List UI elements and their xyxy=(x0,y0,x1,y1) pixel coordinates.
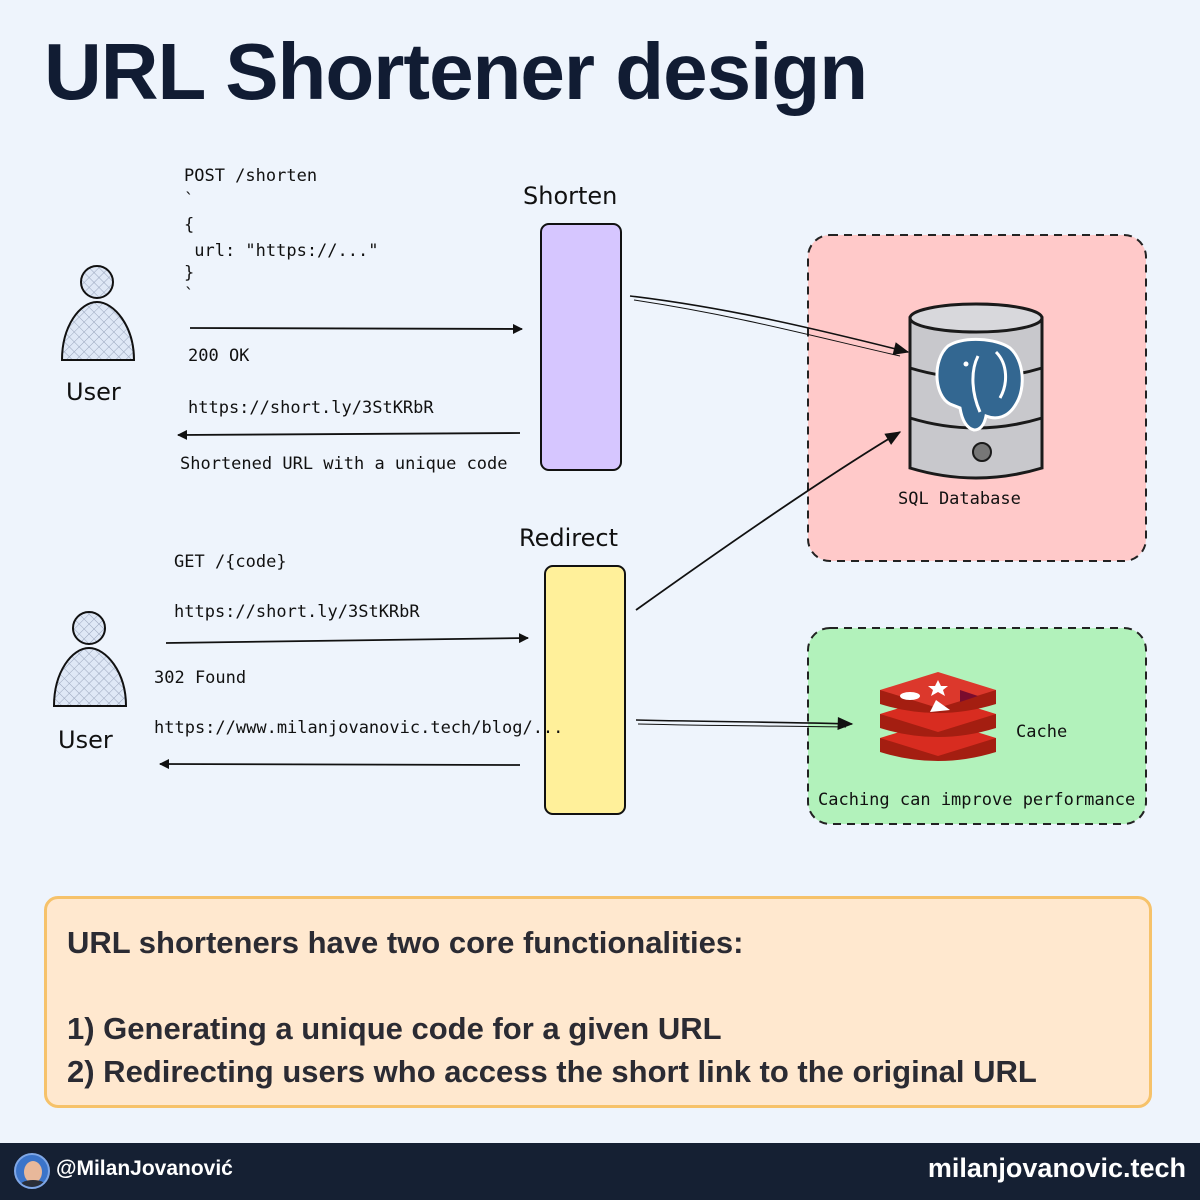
shorten-request-line: { xyxy=(184,215,194,235)
redirect-to-db-arrow xyxy=(635,431,902,611)
shorten-to-db-arrow-sketch xyxy=(633,299,901,357)
redirect-request-arrow xyxy=(165,633,529,644)
redirect-request-url: https://short.ly/3StKRbR xyxy=(174,602,420,622)
shorten-response-url: https://short.ly/3StKRbR xyxy=(188,398,434,418)
redirect-service-label: Redirect xyxy=(519,524,618,552)
shorten-response-note: Shortened URL with a unique code xyxy=(180,454,508,474)
shorten-to-db-arrow xyxy=(629,295,910,355)
author-handle[interactable]: @MilanJovanović xyxy=(56,1157,233,1180)
redirect-request-method: GET /{code} xyxy=(174,552,287,572)
shorten-request-line: ` xyxy=(184,285,194,305)
user-bottom-label: User xyxy=(58,726,113,754)
redirect-response-url: https://www.milanjovanovic.tech/blog/... xyxy=(154,718,563,738)
postgres-elephant-icon xyxy=(935,337,1024,432)
redirect-response-arrow xyxy=(159,759,521,770)
architecture-diagram: User User POST /shorten ` { url: "https:… xyxy=(52,166,1147,825)
redis-icon xyxy=(880,672,996,761)
shorten-request-line: ` xyxy=(184,190,194,210)
redirect-service-box xyxy=(544,565,626,815)
shorten-request-line: POST /shorten xyxy=(184,166,317,186)
summary-panel: URL shorteners have two core functionali… xyxy=(44,896,1152,1108)
shorten-request-line: } xyxy=(184,263,194,283)
page-title: URL Shortener design xyxy=(44,27,868,116)
shorten-response-status: 200 OK xyxy=(188,346,250,366)
cache-note: Caching can improve performance xyxy=(818,790,1135,810)
shorten-service-label: Shorten xyxy=(523,182,617,210)
summary-item: 2) Redirecting users who access the shor… xyxy=(67,1054,1037,1089)
summary-intro: URL shorteners have two core functionali… xyxy=(67,925,744,960)
website-link[interactable]: milanjovanovic.tech xyxy=(927,1153,1186,1183)
redirect-to-cache-arrow-sketch xyxy=(637,723,847,728)
footer-bar: @MilanJovanović milanjovanovic.tech xyxy=(0,1143,1200,1200)
shorten-request-line: url: "https://..." xyxy=(184,241,378,261)
avatar xyxy=(14,1153,50,1189)
redirect-to-cache-arrow xyxy=(635,717,854,731)
cache-label: Cache xyxy=(1016,722,1067,742)
database-label: SQL Database xyxy=(898,489,1021,509)
user-bottom-icon xyxy=(52,611,128,707)
shorten-request-arrow xyxy=(189,323,523,334)
shorten-request-body: POST /shorten ` { url: "https://..." } ` xyxy=(184,166,378,305)
user-top-icon xyxy=(60,265,136,361)
redirect-response-status: 302 Found xyxy=(154,668,246,688)
shorten-service-box xyxy=(540,223,622,471)
shorten-response-arrow xyxy=(177,429,521,440)
user-top-label: User xyxy=(66,378,121,406)
summary-item: 1) Generating a unique code for a given … xyxy=(67,1011,722,1046)
